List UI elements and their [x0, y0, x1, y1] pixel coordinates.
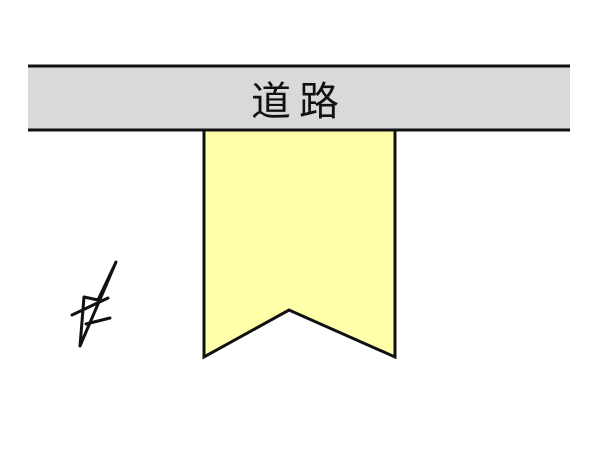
- road: [28, 64, 570, 132]
- road-band: [28, 66, 570, 130]
- lot-parcel: [202, 128, 397, 360]
- north-arrow-icon: [70, 260, 118, 348]
